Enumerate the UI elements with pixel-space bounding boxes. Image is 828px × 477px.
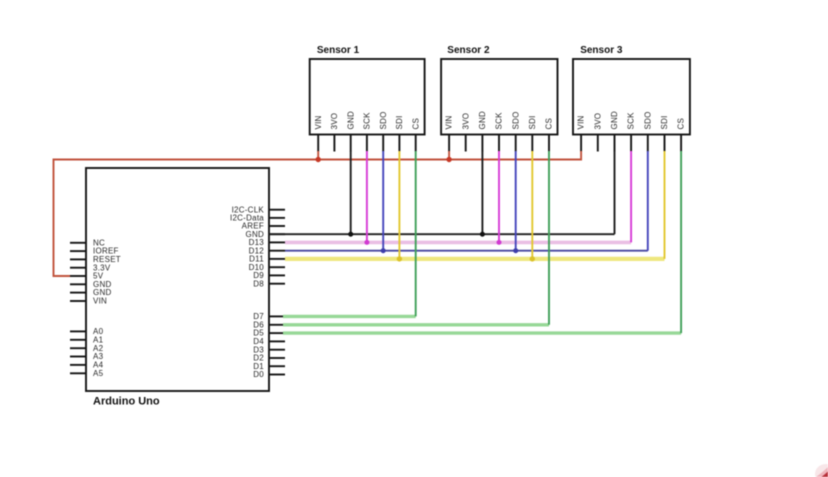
- svg-text:D5: D5: [253, 329, 264, 338]
- svg-text:A4: A4: [93, 361, 104, 370]
- svg-text:AREF: AREF: [242, 222, 264, 231]
- svg-text:D11: D11: [249, 255, 264, 264]
- svg-text:5V: 5V: [93, 272, 104, 281]
- svg-text:Sensor 2: Sensor 2: [447, 45, 490, 56]
- svg-text:SDI: SDI: [395, 115, 404, 129]
- svg-text:3VO: 3VO: [461, 113, 470, 130]
- svg-text:CS: CS: [545, 118, 554, 130]
- svg-text:VIN: VIN: [93, 297, 107, 306]
- svg-text:A1: A1: [93, 335, 104, 344]
- svg-text:SCK: SCK: [363, 112, 372, 130]
- svg-text:SDI: SDI: [528, 115, 537, 129]
- svg-text:SDO: SDO: [511, 111, 520, 129]
- svg-text:D6: D6: [253, 320, 264, 329]
- svg-text:A5: A5: [93, 369, 104, 378]
- svg-text:SCK: SCK: [495, 112, 504, 130]
- svg-text:SDO: SDO: [643, 111, 652, 129]
- svg-text:GND: GND: [245, 230, 264, 239]
- svg-text:D4: D4: [253, 337, 264, 346]
- svg-text:D1: D1: [253, 362, 264, 371]
- svg-text:GND: GND: [478, 111, 487, 130]
- svg-text:GND: GND: [93, 280, 112, 289]
- svg-text:GND: GND: [610, 111, 619, 130]
- svg-text:GND: GND: [346, 111, 355, 130]
- svg-text:SCK: SCK: [627, 112, 636, 130]
- svg-text:A2: A2: [93, 344, 104, 353]
- svg-text:IOREF: IOREF: [93, 247, 119, 256]
- svg-text:Sensor 3: Sensor 3: [580, 45, 623, 56]
- svg-text:Arduino Uno: Arduino Uno: [93, 396, 160, 408]
- svg-text:D7: D7: [253, 312, 264, 321]
- svg-text:D9: D9: [253, 271, 264, 280]
- svg-text:D3: D3: [253, 345, 264, 354]
- svg-text:D12: D12: [249, 246, 265, 255]
- svg-text:A3: A3: [93, 352, 104, 361]
- svg-text:GND: GND: [93, 288, 112, 297]
- svg-text:I2C-Data: I2C-Data: [230, 214, 264, 223]
- svg-text:VIN: VIN: [314, 115, 323, 129]
- svg-text:D13: D13: [249, 238, 265, 247]
- svg-text:VIN: VIN: [445, 115, 454, 129]
- svg-text:D0: D0: [253, 370, 264, 379]
- svg-text:SDO: SDO: [379, 111, 388, 129]
- svg-text:3VO: 3VO: [593, 113, 602, 130]
- svg-text:D8: D8: [253, 279, 264, 288]
- svg-text:NC: NC: [93, 238, 105, 247]
- svg-text:Sensor 1: Sensor 1: [317, 45, 360, 56]
- svg-text:I2C-CLK: I2C-CLK: [232, 205, 265, 214]
- svg-text:D2: D2: [253, 354, 264, 363]
- svg-text:3.3V: 3.3V: [93, 263, 111, 272]
- svg-text:3VO: 3VO: [330, 113, 339, 130]
- svg-text:CS: CS: [677, 118, 686, 130]
- svg-text:SDI: SDI: [660, 115, 669, 129]
- svg-text:D10: D10: [249, 263, 265, 272]
- svg-text:VIN: VIN: [577, 115, 586, 129]
- svg-text:A0: A0: [93, 327, 104, 336]
- svg-text:CS: CS: [411, 118, 420, 130]
- svg-text:RESET: RESET: [93, 255, 121, 264]
